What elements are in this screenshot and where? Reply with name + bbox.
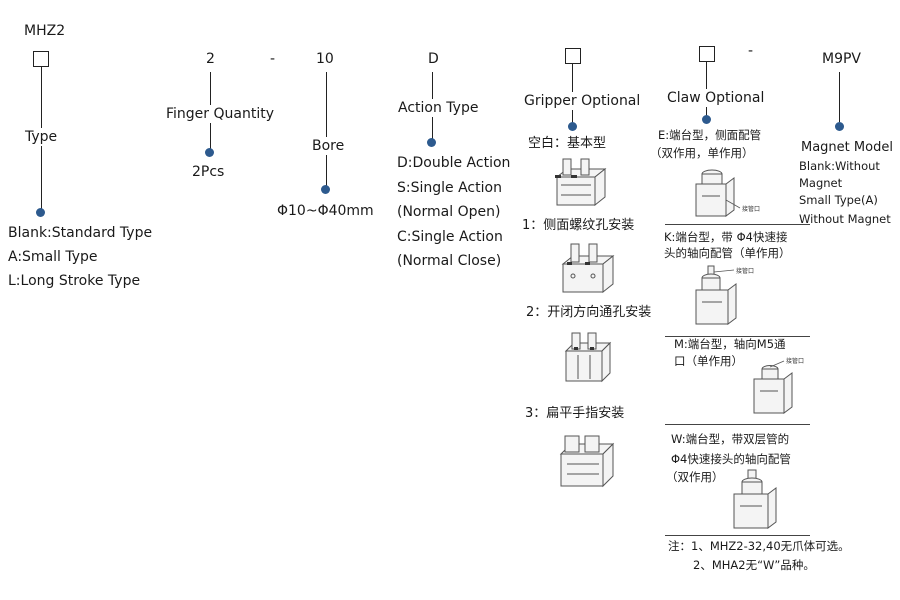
claw-m-image: 接管口: [753, 357, 804, 414]
claw-dot: [702, 115, 711, 124]
action-option-s: S:Single Action: [397, 180, 502, 196]
claw-w-image: [733, 469, 777, 529]
claw-item-e-line2: （双作用，单作用）: [650, 146, 754, 160]
gripper-item-2: 2：开闭方向通孔安装: [526, 305, 652, 320]
magnet-line-2: Magnet: [799, 176, 843, 190]
action-option-c: C:Single Action: [397, 229, 503, 245]
claw-code-box: [699, 46, 715, 62]
claw-m-pipe-label: 接管口: [786, 357, 804, 365]
claw-divider-1: [665, 224, 810, 225]
magnet-code: M9PV: [822, 51, 862, 67]
type-dot: [36, 208, 45, 217]
code-dash-2: -: [748, 43, 754, 59]
claw-item-m-line2: 口（单作用）: [674, 354, 743, 368]
claw-item-w-line3: （双作用）: [666, 470, 724, 484]
finger-dot: [205, 148, 214, 157]
model-code: MHZ2: [24, 23, 66, 39]
action-title: Action Type: [395, 99, 482, 117]
gripper-item-3: 3：扁平手指安装: [525, 406, 625, 421]
action-option-s-note: (Normal Open): [397, 204, 501, 220]
bore-dot: [321, 185, 330, 194]
action-option-c-note: (Normal Close): [397, 253, 502, 269]
claw-item-w-line1: W:端台型，带双层管的: [671, 432, 790, 446]
note-2: 2、MHA2无“W”品种。: [693, 558, 815, 572]
claw-item-m-line1: M:端台型，轴向M5通: [674, 337, 786, 351]
claw-item-w-line2: Φ4快速接头的轴向配管: [671, 452, 791, 466]
magnet-line-1: Blank:Without: [799, 159, 880, 173]
type-option-a: A:Small Type: [8, 249, 98, 265]
type-code-box: [33, 51, 49, 67]
type-option-blank: Blank:Standard Type: [8, 225, 153, 241]
magnet-connector-line: [839, 72, 840, 122]
type-title: Type: [22, 128, 61, 146]
bore-connector-line: [326, 72, 327, 188]
gripper-flat-finger-image: [559, 435, 615, 488]
gripper-title: Gripper Optional: [521, 92, 644, 110]
claw-divider-2: [665, 336, 810, 337]
finger-value: 2Pcs: [192, 164, 225, 180]
bore-value: Φ10~Φ40mm: [277, 203, 374, 219]
gripper-dot: [568, 122, 577, 131]
gripper-item-0: 空白：基本型: [528, 136, 607, 151]
action-code: D: [428, 51, 439, 67]
action-option-d: D:Double Action: [397, 155, 511, 171]
claw-item-k-line1: K:端台型，带 Φ4快速接: [664, 230, 788, 244]
claw-k-pipe-label: 接管口: [736, 267, 754, 275]
action-dot: [427, 138, 436, 147]
gripper-item-1: 1：侧面螺纹孔安装: [522, 218, 635, 233]
type-option-l: L:Long Stroke Type: [8, 273, 141, 289]
claw-e-pipe-label: 接管口: [742, 205, 760, 213]
bore-code: 10: [316, 51, 334, 67]
code-dash-1: -: [270, 51, 276, 67]
gripper-code-box: [565, 48, 581, 64]
gripper-through-hole-image: [564, 332, 612, 383]
magnet-line-3: Small Type(A): [799, 193, 878, 207]
claw-divider-3: [665, 424, 810, 425]
claw-divider-4: [665, 535, 810, 536]
gripper-basic-image: [555, 158, 607, 207]
claw-k-image: 接管口: [695, 265, 754, 325]
magnet-line-4: Without Magnet: [799, 212, 891, 226]
claw-e-image: 接管口: [695, 169, 760, 217]
note-1: 注：1、MHZ2-32,40无爪体可选。: [668, 539, 850, 553]
claw-item-e-line1: E:端台型，侧面配管: [658, 128, 762, 142]
finger-code: 2: [206, 51, 215, 67]
magnet-title: Magnet Model: [801, 140, 893, 155]
finger-title: Finger Quantity: [163, 105, 278, 123]
claw-title: Claw Optional: [664, 89, 768, 107]
claw-item-k-line2: 头的轴向配管（单作用）: [664, 246, 791, 260]
magnet-dot: [835, 122, 844, 131]
bore-title: Bore: [309, 137, 348, 155]
gripper-side-thread-image: [561, 243, 615, 294]
